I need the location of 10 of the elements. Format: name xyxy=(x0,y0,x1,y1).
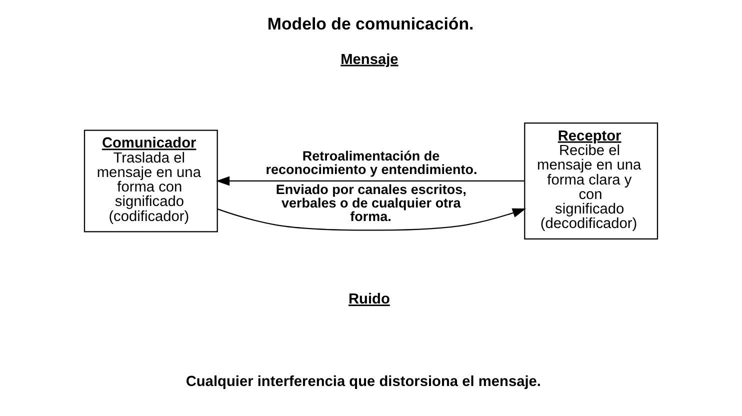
arrow xyxy=(216,176,524,186)
arrow xyxy=(217,208,526,231)
label: Ruido xyxy=(348,292,390,308)
edge-label: Retroalimentación de reconocimiento y entendimiento. xyxy=(266,148,478,177)
node-box: Receptor Recibe el mensaje en una forma clara y con significado (decodificador) xyxy=(524,122,658,240)
label: Cualquier interferencia que distorsiona el mensaje. xyxy=(186,374,541,390)
node-box: Comunicador Traslada el mensaje en una forma con significado (codificador) xyxy=(84,130,218,232)
label: Mensaje xyxy=(340,52,398,68)
diagram-title: Modelo de comunicación. xyxy=(267,14,474,34)
edge-label: Enviado por canales escritos, verbales o de cualquier otra forma. xyxy=(276,182,466,224)
